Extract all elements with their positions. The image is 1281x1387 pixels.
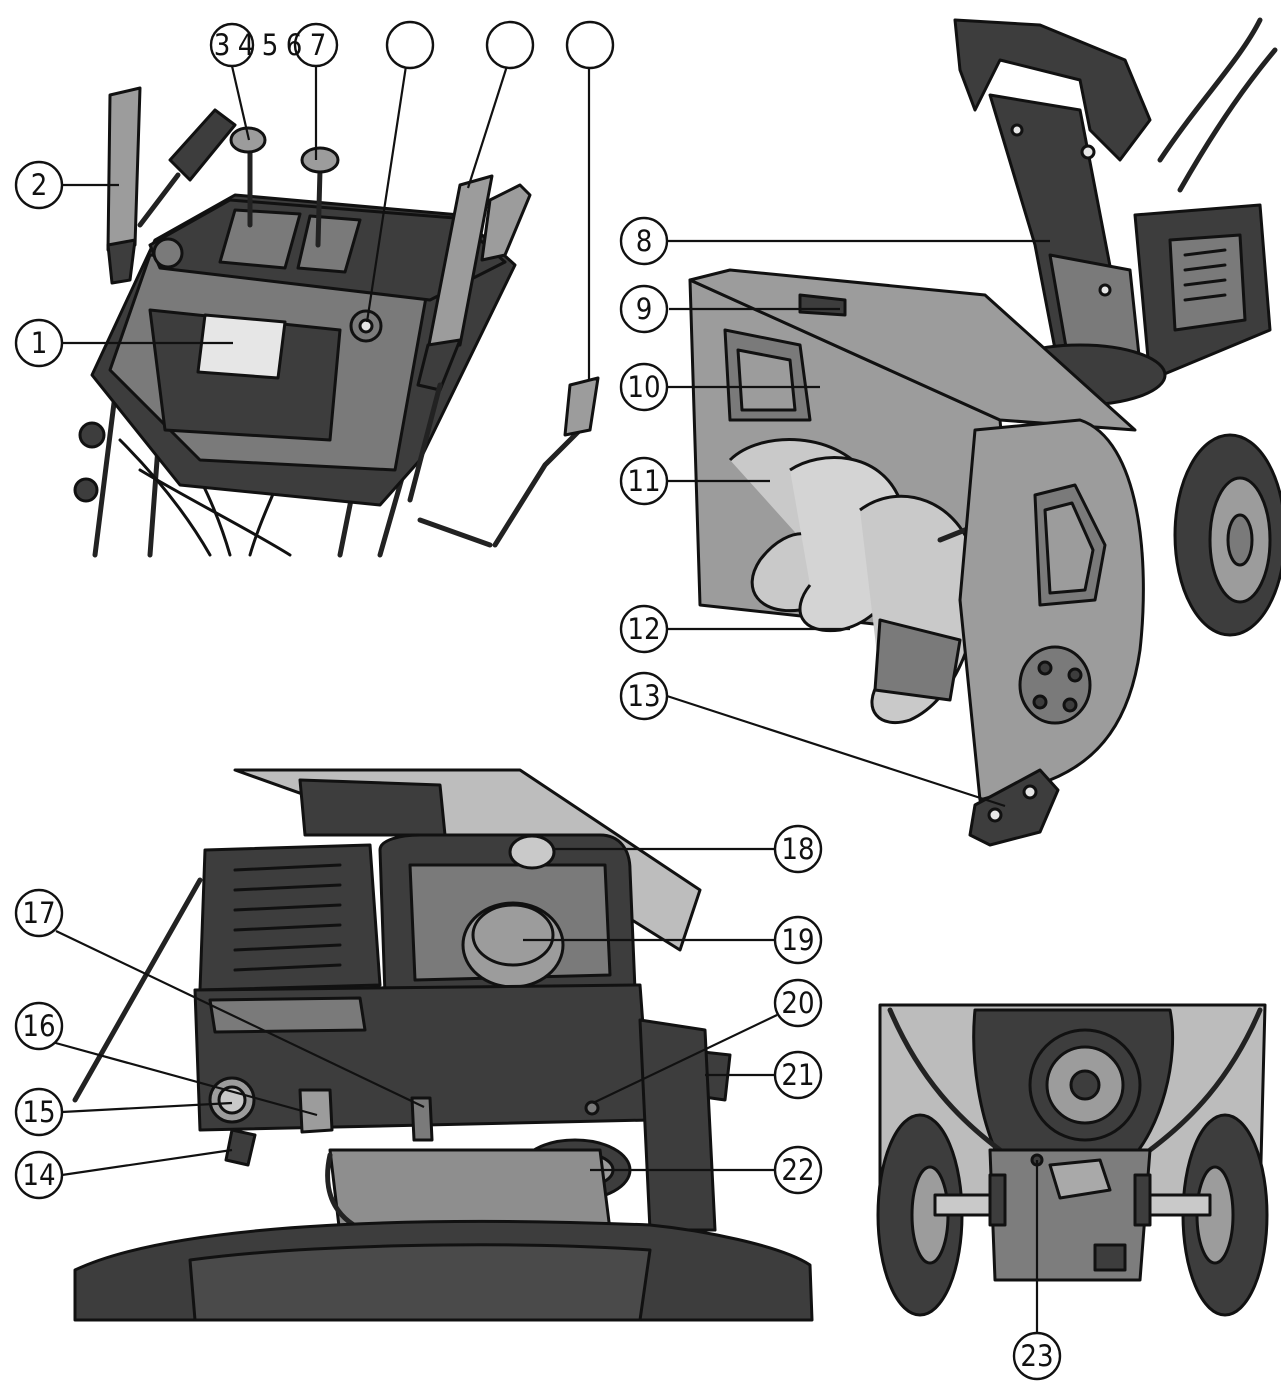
shear-pin-bracket: [798, 293, 847, 317]
leader-line-16: [51, 1040, 318, 1117]
top-label-strip: 3 4 5 6 7: [209, 22, 339, 68]
callout-10: 10: [619, 362, 669, 412]
ignition-key: [224, 1128, 257, 1167]
callout-18: 18: [773, 824, 823, 874]
callout-11-label: 11: [627, 464, 660, 498]
callout-21-label: 21: [781, 1058, 814, 1092]
callout-1: 1: [14, 318, 64, 368]
left-rubber-grip: [168, 108, 237, 182]
callout-23: 23: [1012, 1331, 1062, 1381]
leader-line-3: [230, 65, 251, 141]
rear-view-illustration: [876, 1003, 1269, 1317]
choke-knob: [298, 1088, 334, 1134]
blank-callout-circle: [565, 20, 615, 70]
callouts: 1 2 8 9 10 11 12 13 14 15 16 17 18 19 20…: [14, 160, 1062, 1381]
right-handle-grip: [426, 174, 494, 352]
callout-16: 16: [14, 1001, 64, 1051]
blank-callout-circle: [385, 20, 435, 70]
console-window: [196, 313, 287, 380]
callout-21: 21: [773, 1050, 823, 1100]
callout-2-label: 2: [31, 168, 48, 202]
callout-circle-7: [293, 22, 339, 68]
callout-22: 22: [773, 1145, 823, 1195]
left-handle-grip: [106, 86, 142, 252]
callout-1-label: 1: [31, 326, 48, 360]
rear-wheel-engine-view: [638, 1018, 717, 1232]
top-label-6: 6: [286, 28, 303, 62]
callout-15-label: 15: [22, 1095, 55, 1129]
callout-17-label: 17: [22, 896, 55, 930]
leader-line-15: [61, 1101, 233, 1114]
control-panel-illustration: [73, 86, 600, 558]
leader-line-13: [666, 694, 1006, 808]
chute-deflector: [953, 18, 1152, 162]
leader-line-14: [61, 1148, 233, 1177]
callout-14: 14: [14, 1150, 64, 1200]
callout-14-label: 14: [22, 1158, 55, 1192]
callout-16-label: 16: [22, 1009, 55, 1043]
callout-15: 15: [14, 1087, 64, 1137]
callout-2: 2: [14, 160, 64, 210]
top-label-3: 3: [214, 28, 231, 62]
callout-10-label: 10: [627, 370, 660, 404]
callout-12-label: 12: [627, 612, 660, 646]
top-label-7: 7: [310, 28, 327, 62]
callout-13: 13: [619, 671, 669, 721]
engine-illustration: [72, 768, 814, 1322]
callout-19-label: 19: [781, 923, 814, 957]
oil-cap: [508, 834, 556, 870]
side-lever-grip: [563, 376, 600, 437]
callout-18-label: 18: [781, 832, 814, 866]
leader-line-20: [592, 1014, 778, 1104]
throttle-lever: [410, 1096, 434, 1142]
callout-19: 19: [773, 915, 823, 965]
callout-9: 9: [619, 284, 669, 334]
callout-22-label: 22: [781, 1153, 814, 1187]
callout-12: 12: [619, 604, 669, 654]
callout-17: 17: [14, 888, 64, 938]
callout-20-label: 20: [781, 986, 814, 1020]
auger-housing-side-panel: [958, 418, 1145, 802]
fan-cover: [198, 843, 382, 992]
callout-20: 20: [773, 978, 823, 1028]
leader-line-handle: [466, 65, 509, 189]
leader-line-ignition: [365, 65, 408, 323]
callout-8-label: 8: [636, 224, 653, 258]
leader-lines: [51, 65, 1050, 1335]
top-label-5: 5: [262, 28, 279, 62]
callout-11: 11: [619, 456, 669, 506]
blank-callout-circle: [485, 20, 535, 70]
auger-housing-illustration: [688, 17, 1281, 847]
blank-callouts: [385, 20, 615, 70]
callout-9-label: 9: [636, 292, 653, 326]
top-label-4: 4: [238, 28, 255, 62]
lever-knob-right: [300, 146, 340, 174]
callout-23-label: 23: [1020, 1339, 1053, 1373]
leader-line-17: [55, 930, 425, 1108]
callout-8: 8: [619, 216, 669, 266]
callout-circle-3: [209, 22, 255, 68]
callout-13-label: 13: [627, 679, 660, 713]
